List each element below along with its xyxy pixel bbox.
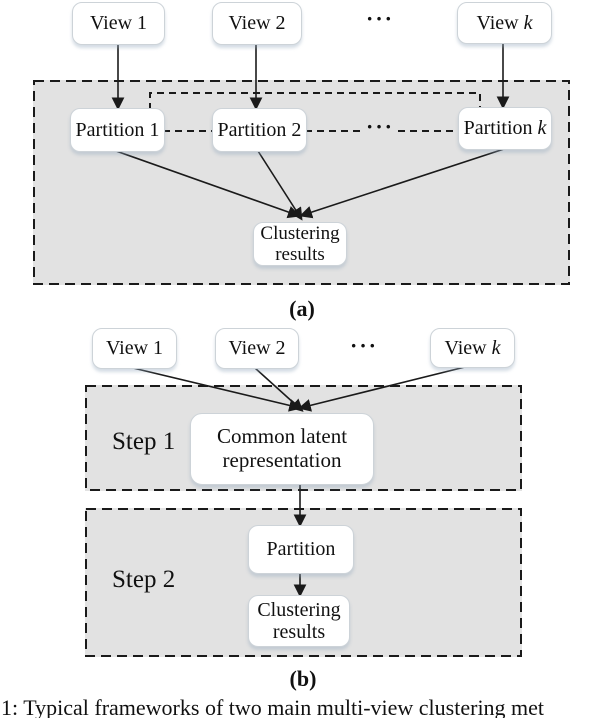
partition-box-a-2: Partition 2 — [212, 108, 307, 152]
partition-label: Partition 2 — [217, 118, 302, 141]
latent-line1: Common latent — [216, 424, 348, 449]
partition-label: Partition — [463, 117, 538, 140]
panel-a-label: (a) — [289, 296, 315, 321]
partition-box-b: Partition — [248, 525, 354, 574]
view-label: View — [476, 11, 524, 34]
latent-line2: representation — [222, 448, 342, 472]
partitions-ellipsis-a: ··· — [365, 114, 394, 139]
clustering-results-line1: Clustering — [260, 222, 340, 244]
view-box-b-2: View 2 — [215, 328, 299, 369]
panel-b-label: (b) — [289, 666, 317, 691]
dashed-border-b-step2 — [85, 508, 522, 657]
view-var: k — [491, 336, 501, 359]
clustering-results-box-a: Clustering results — [253, 222, 347, 266]
step2-label: Step 2 — [112, 566, 176, 593]
view-var: k — [523, 11, 533, 34]
step1-label: Step 1 — [112, 428, 176, 455]
dashed-border-b-step1 — [85, 385, 522, 491]
partition-label: Partition — [266, 538, 336, 561]
clustering-results-line2: results — [272, 621, 326, 643]
partition-var: k — [537, 117, 547, 140]
clustering-results-line2: results — [275, 244, 325, 265]
view-box-b-1: View 1 — [92, 328, 177, 369]
views-ellipsis-a: ··· — [365, 6, 394, 31]
view-label: View 2 — [228, 337, 286, 360]
view-label: View 1 — [89, 12, 148, 35]
view-box-a-2: View 2 — [212, 2, 302, 45]
clustering-results-line1: Clustering — [257, 598, 341, 621]
common-latent-representation-box: Common latent representation — [190, 413, 374, 485]
view-label: View — [444, 336, 492, 359]
view-label: View 1 — [105, 337, 164, 360]
view-box-a-k: View k — [457, 2, 552, 44]
views-ellipsis-b: ··· — [349, 333, 378, 358]
figure-caption: 1: Typical frameworks of two main multi-… — [1, 695, 545, 718]
partition-box-a-k: Partition k — [458, 107, 552, 150]
partition-box-a-1: Partition 1 — [70, 108, 165, 152]
view-label: View 2 — [228, 12, 286, 35]
flow-arrows — [111, 43, 510, 598]
partition-label: Partition 1 — [75, 118, 160, 141]
co-regularization-links — [149, 92, 481, 132]
clustering-results-box-b: Clustering results — [248, 595, 350, 647]
view-box-b-k: View k — [430, 328, 515, 368]
view-box-a-1: View 1 — [72, 2, 165, 45]
